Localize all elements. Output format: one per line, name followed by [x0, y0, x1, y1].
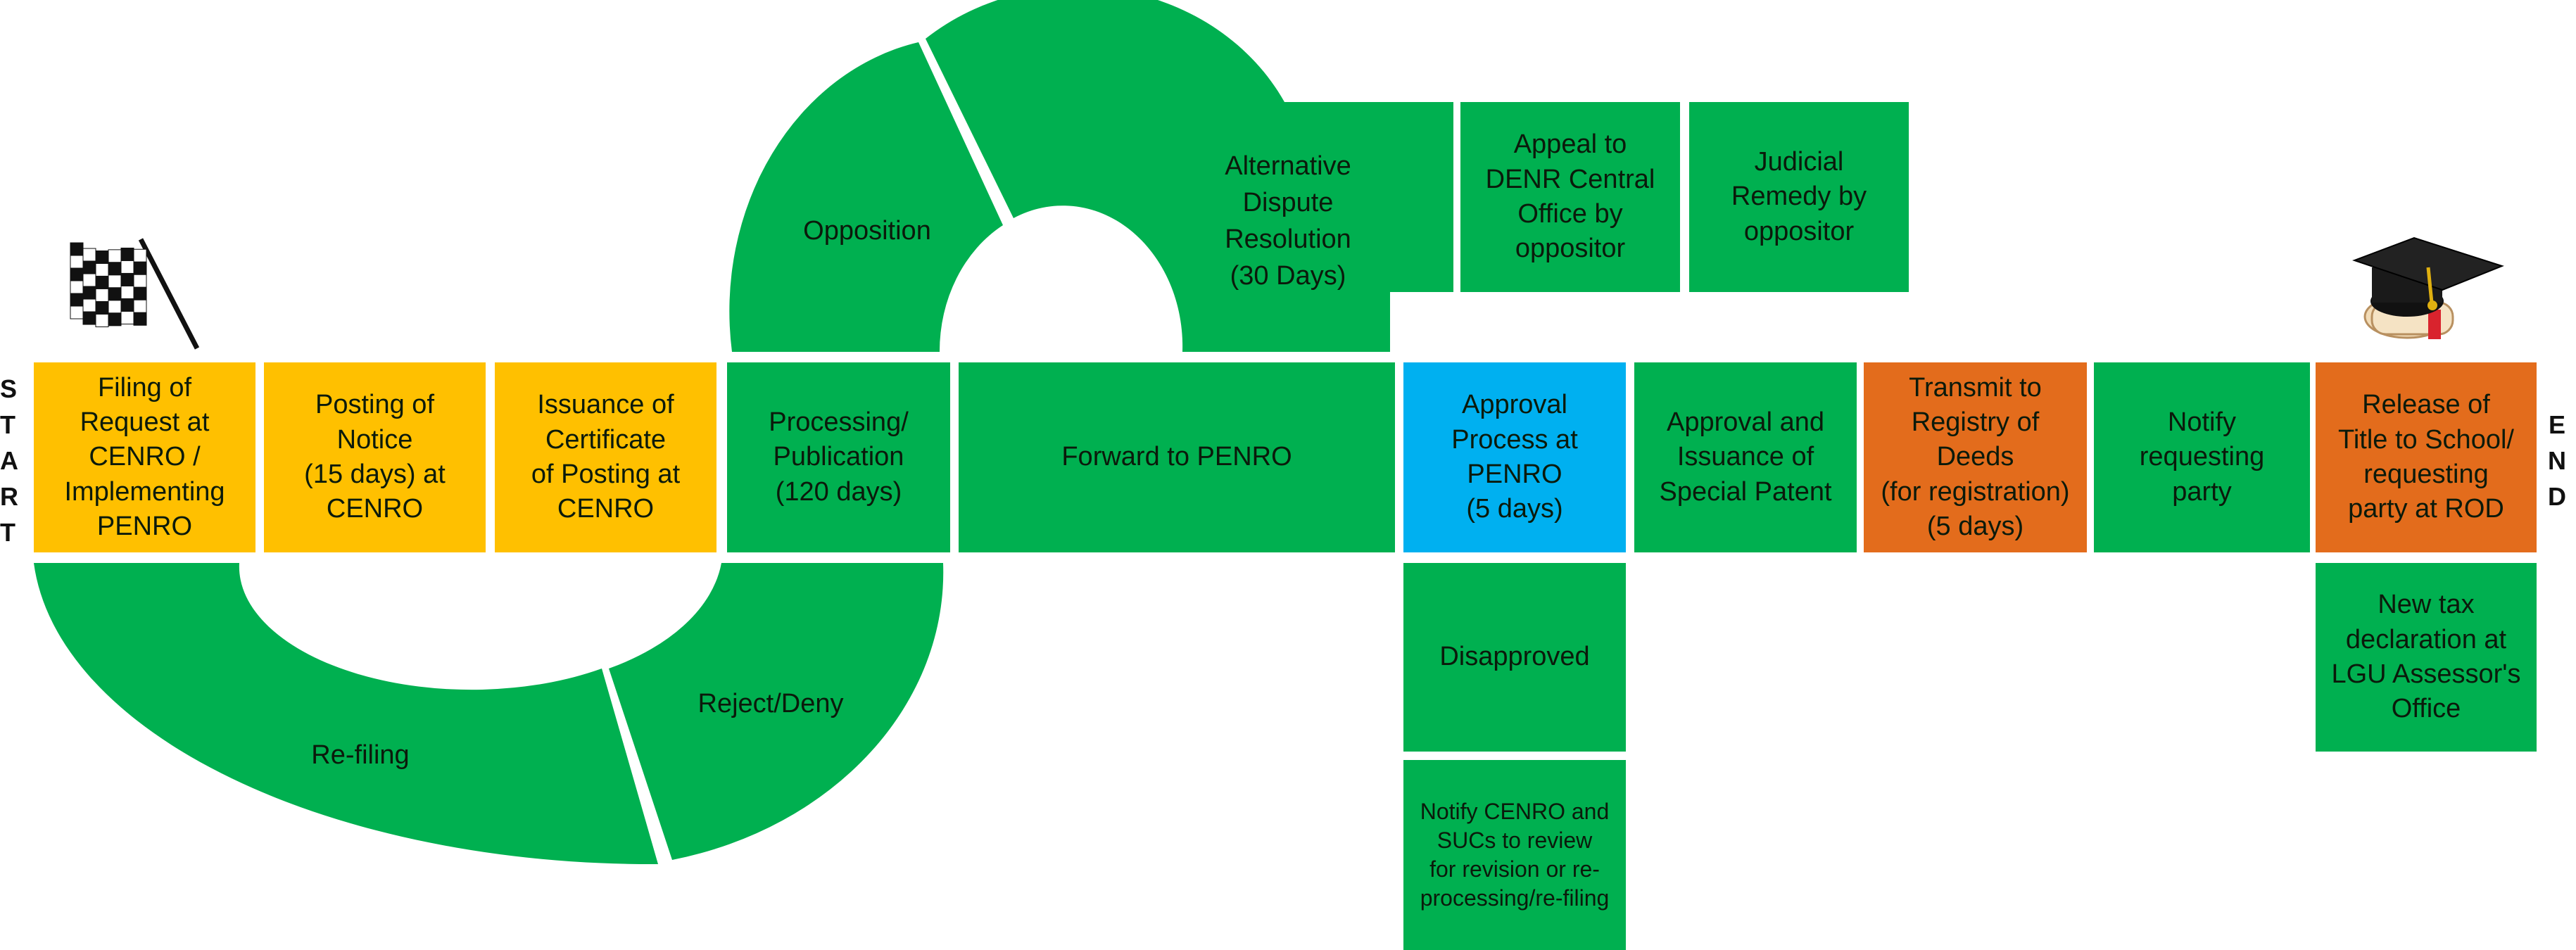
end-label: E N D	[2548, 410, 2566, 511]
step-forward-penro: Forward to PENRO	[959, 362, 1395, 552]
step-posting-notice: Posting of Notice (15 days) at CENRO	[264, 362, 486, 552]
box-judicial-remedy: Judicial Remedy by oppositor	[1689, 102, 1909, 292]
step-certificate-posting: Issuance of Certificate of Posting at CE…	[495, 362, 716, 552]
box-disapproved: Disapproved	[1403, 563, 1626, 752]
box-appeal-denr: Appeal to DENR Central Office by opposit…	[1460, 102, 1680, 292]
step-approval-penro: Approval Process at PENRO (5 days)	[1403, 362, 1626, 552]
step-processing-publication: Processing/ Publication (120 days)	[727, 362, 950, 552]
box-notify-cenro: Notify CENRO and SUCs to review for revi…	[1403, 760, 1626, 950]
arc-refiling-label: Re-filing	[311, 740, 409, 770]
step-approval-issuance: Approval and Issuance of Special Patent	[1634, 362, 1857, 552]
step-filing-request: Filing of Request at CENRO / Implementin…	[34, 362, 255, 552]
arc-refiling	[34, 563, 658, 865]
start-label: S T A R T	[0, 374, 18, 547]
checkered-flag-icon	[70, 238, 200, 350]
graduation-cap-diploma-icon	[2352, 236, 2504, 339]
box-new-tax-declaration: New tax declaration at LGU Assessor's Of…	[2316, 563, 2537, 752]
arc-opposition	[729, 42, 1003, 352]
step-transmit-rod: Transmit to Registry of Deeds (for regis…	[1864, 362, 2087, 552]
arc-reject-label: Reject/Deny	[698, 689, 844, 718]
step-release-title: Release of Title to School/ requesting p…	[2316, 362, 2537, 552]
arc-opposition-label: Opposition	[803, 216, 931, 246]
arc-reject	[609, 563, 944, 860]
arc-adr	[926, 0, 1453, 352]
step-notify-party: Notify requesting party	[2094, 362, 2310, 552]
